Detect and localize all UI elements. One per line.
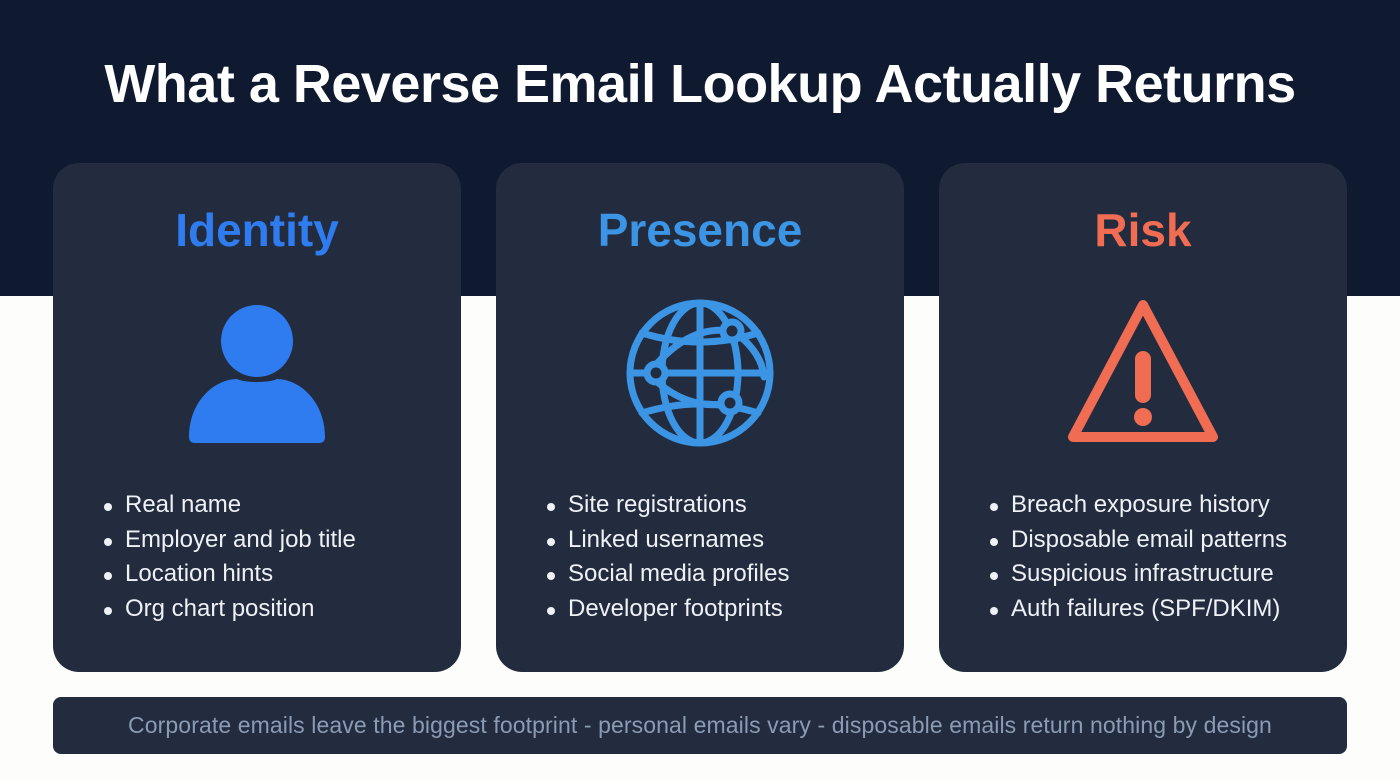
list-item: Employer and job title: [103, 523, 356, 558]
list-item: Linked usernames: [546, 523, 789, 558]
list-item: Site registrations: [546, 488, 789, 523]
list-item: Auth failures (SPF/DKIM): [989, 592, 1287, 627]
card-title: Identity: [175, 204, 339, 256]
list-item: Social media profiles: [546, 557, 789, 592]
list-item: Org chart position: [103, 592, 356, 627]
page-title: What a Reverse Email Lookup Actually Ret…: [104, 54, 1296, 114]
identity-card: Identity Real name Employer and job titl…: [53, 163, 461, 672]
identity-list: Real name Employer and job title Locatio…: [103, 488, 356, 626]
card-title: Presence: [597, 204, 803, 256]
warning-triangle-icon: [1063, 293, 1223, 453]
globe-network-icon: [620, 293, 780, 453]
presence-list: Site registrations Linked usernames Soci…: [546, 488, 789, 626]
card-title: Risk: [1094, 204, 1192, 256]
person-icon: [177, 293, 337, 453]
list-item: Real name: [103, 488, 356, 523]
list-item: Breach exposure history: [989, 488, 1287, 523]
list-item: Disposable email patterns: [989, 523, 1287, 558]
risk-card: Risk Breach exposure history Disposable …: [939, 163, 1347, 672]
footer-note: Corporate emails leave the biggest footp…: [128, 712, 1272, 738]
footer-note-bar: Corporate emails leave the biggest footp…: [53, 697, 1347, 754]
list-item: Location hints: [103, 557, 356, 592]
risk-list: Breach exposure history Disposable email…: [989, 488, 1287, 626]
presence-card: Presence Site registrations Linked usern…: [496, 163, 904, 672]
list-item: Developer footprints: [546, 592, 789, 627]
list-item: Suspicious infrastructure: [989, 557, 1287, 592]
